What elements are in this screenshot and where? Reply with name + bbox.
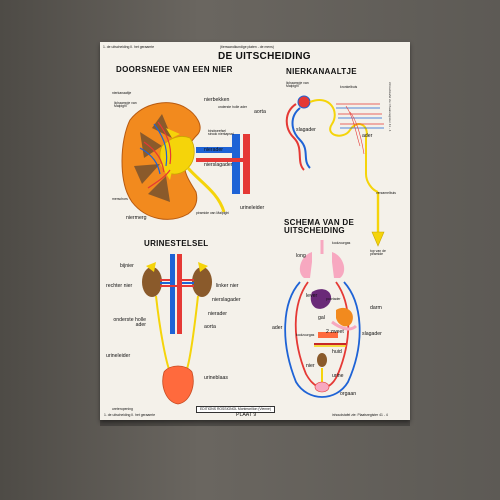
bottom-left-caption: 1. de uitscheiding II. het geraamte	[104, 413, 156, 417]
wall-chart-poster: 1. de uitscheiding II. het geraamte (tie…	[100, 42, 410, 420]
label-rechter-nier: rechter nier	[106, 283, 133, 289]
label-onderste-holle-ader-2: onderste holle ader	[113, 317, 146, 329]
label-aorta-1: aorta	[254, 109, 266, 115]
label-darm: darm	[370, 305, 382, 311]
label-niermerg: niermerg	[126, 215, 147, 221]
schema-section-heading: SCHEMA VAN DE UITSCHEIDING	[284, 218, 355, 236]
label-schema-nier: nier	[306, 363, 315, 369]
excretion-schema-diagram	[284, 240, 361, 398]
label-merschors: merschors	[112, 197, 128, 201]
tubule-section-heading: NIERKANAALTJE	[286, 67, 357, 76]
label-huid: huid	[332, 349, 342, 355]
label-urineleider-1: urineleider	[240, 205, 265, 211]
label-piramide: piramide van Malpighi	[196, 211, 229, 215]
label-urineblaas: urineblaas	[204, 375, 228, 381]
label-urineleider-2: urineleider	[106, 353, 131, 359]
kidney-section-heading: DOORSNEDE VAN EEN NIER	[116, 65, 233, 74]
bottom-right-caption: inhoudstafel zie: Plaatsregister 41 - 4	[332, 413, 388, 417]
label-poortader: poortader	[326, 297, 341, 301]
publisher-box: EDITIONS ROSSIGNOL Montmorillon (Vienne)	[196, 406, 276, 414]
label-nierslagader-2: nierslagader	[212, 297, 241, 303]
page-title: DE UITSCHEIDING	[218, 51, 311, 62]
label-nierslagader-1: nierslagader	[204, 162, 233, 168]
label-tubule-lichaampje: lichaampje van Malpighi	[286, 81, 309, 89]
label-aorta-2: aorta	[204, 324, 216, 330]
nephron-diagram	[285, 95, 385, 247]
label-schema-slagader: slagader	[362, 331, 382, 337]
top-center-caption: (tienwandkundige platen - de mens)	[220, 45, 274, 49]
label-tubule-ader: ader	[362, 133, 373, 139]
label-long: long	[296, 253, 306, 259]
top-left-caption: 1. de uitscheiding II. het geraamte	[103, 45, 155, 49]
plate-number: PLAAT 9	[236, 412, 257, 418]
diagram-illustrations	[121, 95, 385, 405]
label-kronkelbuis: kronkelbuis	[340, 85, 358, 89]
label-nierader-1: nierader	[204, 147, 224, 153]
label-bijnier: bijnier	[120, 263, 134, 269]
label-nierader-2: nierader	[208, 311, 228, 317]
label-nierbekken: nierbekken	[204, 97, 230, 103]
label-ureteropening: ureteropening	[112, 407, 133, 411]
label-koolzuurgas: koolzuurgas	[296, 333, 315, 337]
label-urine: urine	[332, 373, 344, 379]
label-gal: gal	[318, 315, 325, 321]
label-nierkanaaltje-small: nierkanaaltje	[112, 91, 132, 95]
label-tubule-slagader: slagader	[296, 127, 316, 133]
kidney-cross-section	[121, 102, 250, 220]
urinary-section-heading: URINESTELSEL	[144, 239, 209, 248]
label-schema-ader: ader	[272, 325, 283, 331]
label-verzamelbuis: verzamelbuis	[376, 191, 396, 195]
label-zweet: 2 zweet	[326, 329, 344, 335]
label-bindweefsel: bindweefsel strook nierkapsel	[208, 129, 234, 137]
label-lever: lever	[306, 293, 318, 299]
label-koolzuurgas-top: koolzuurgas	[332, 241, 351, 245]
label-linker-nier: linker nier	[216, 283, 239, 289]
urinary-system-diagram	[142, 254, 212, 405]
label-orgaan: orgaan	[340, 391, 357, 397]
label-lichaampje: lichaampje van Malpighi	[114, 101, 137, 109]
label-onderste-holle-ader-1: onderste holle ader	[218, 105, 248, 109]
label-top-piramide: top van de piramide	[370, 249, 386, 257]
poster-shadow	[100, 420, 410, 426]
